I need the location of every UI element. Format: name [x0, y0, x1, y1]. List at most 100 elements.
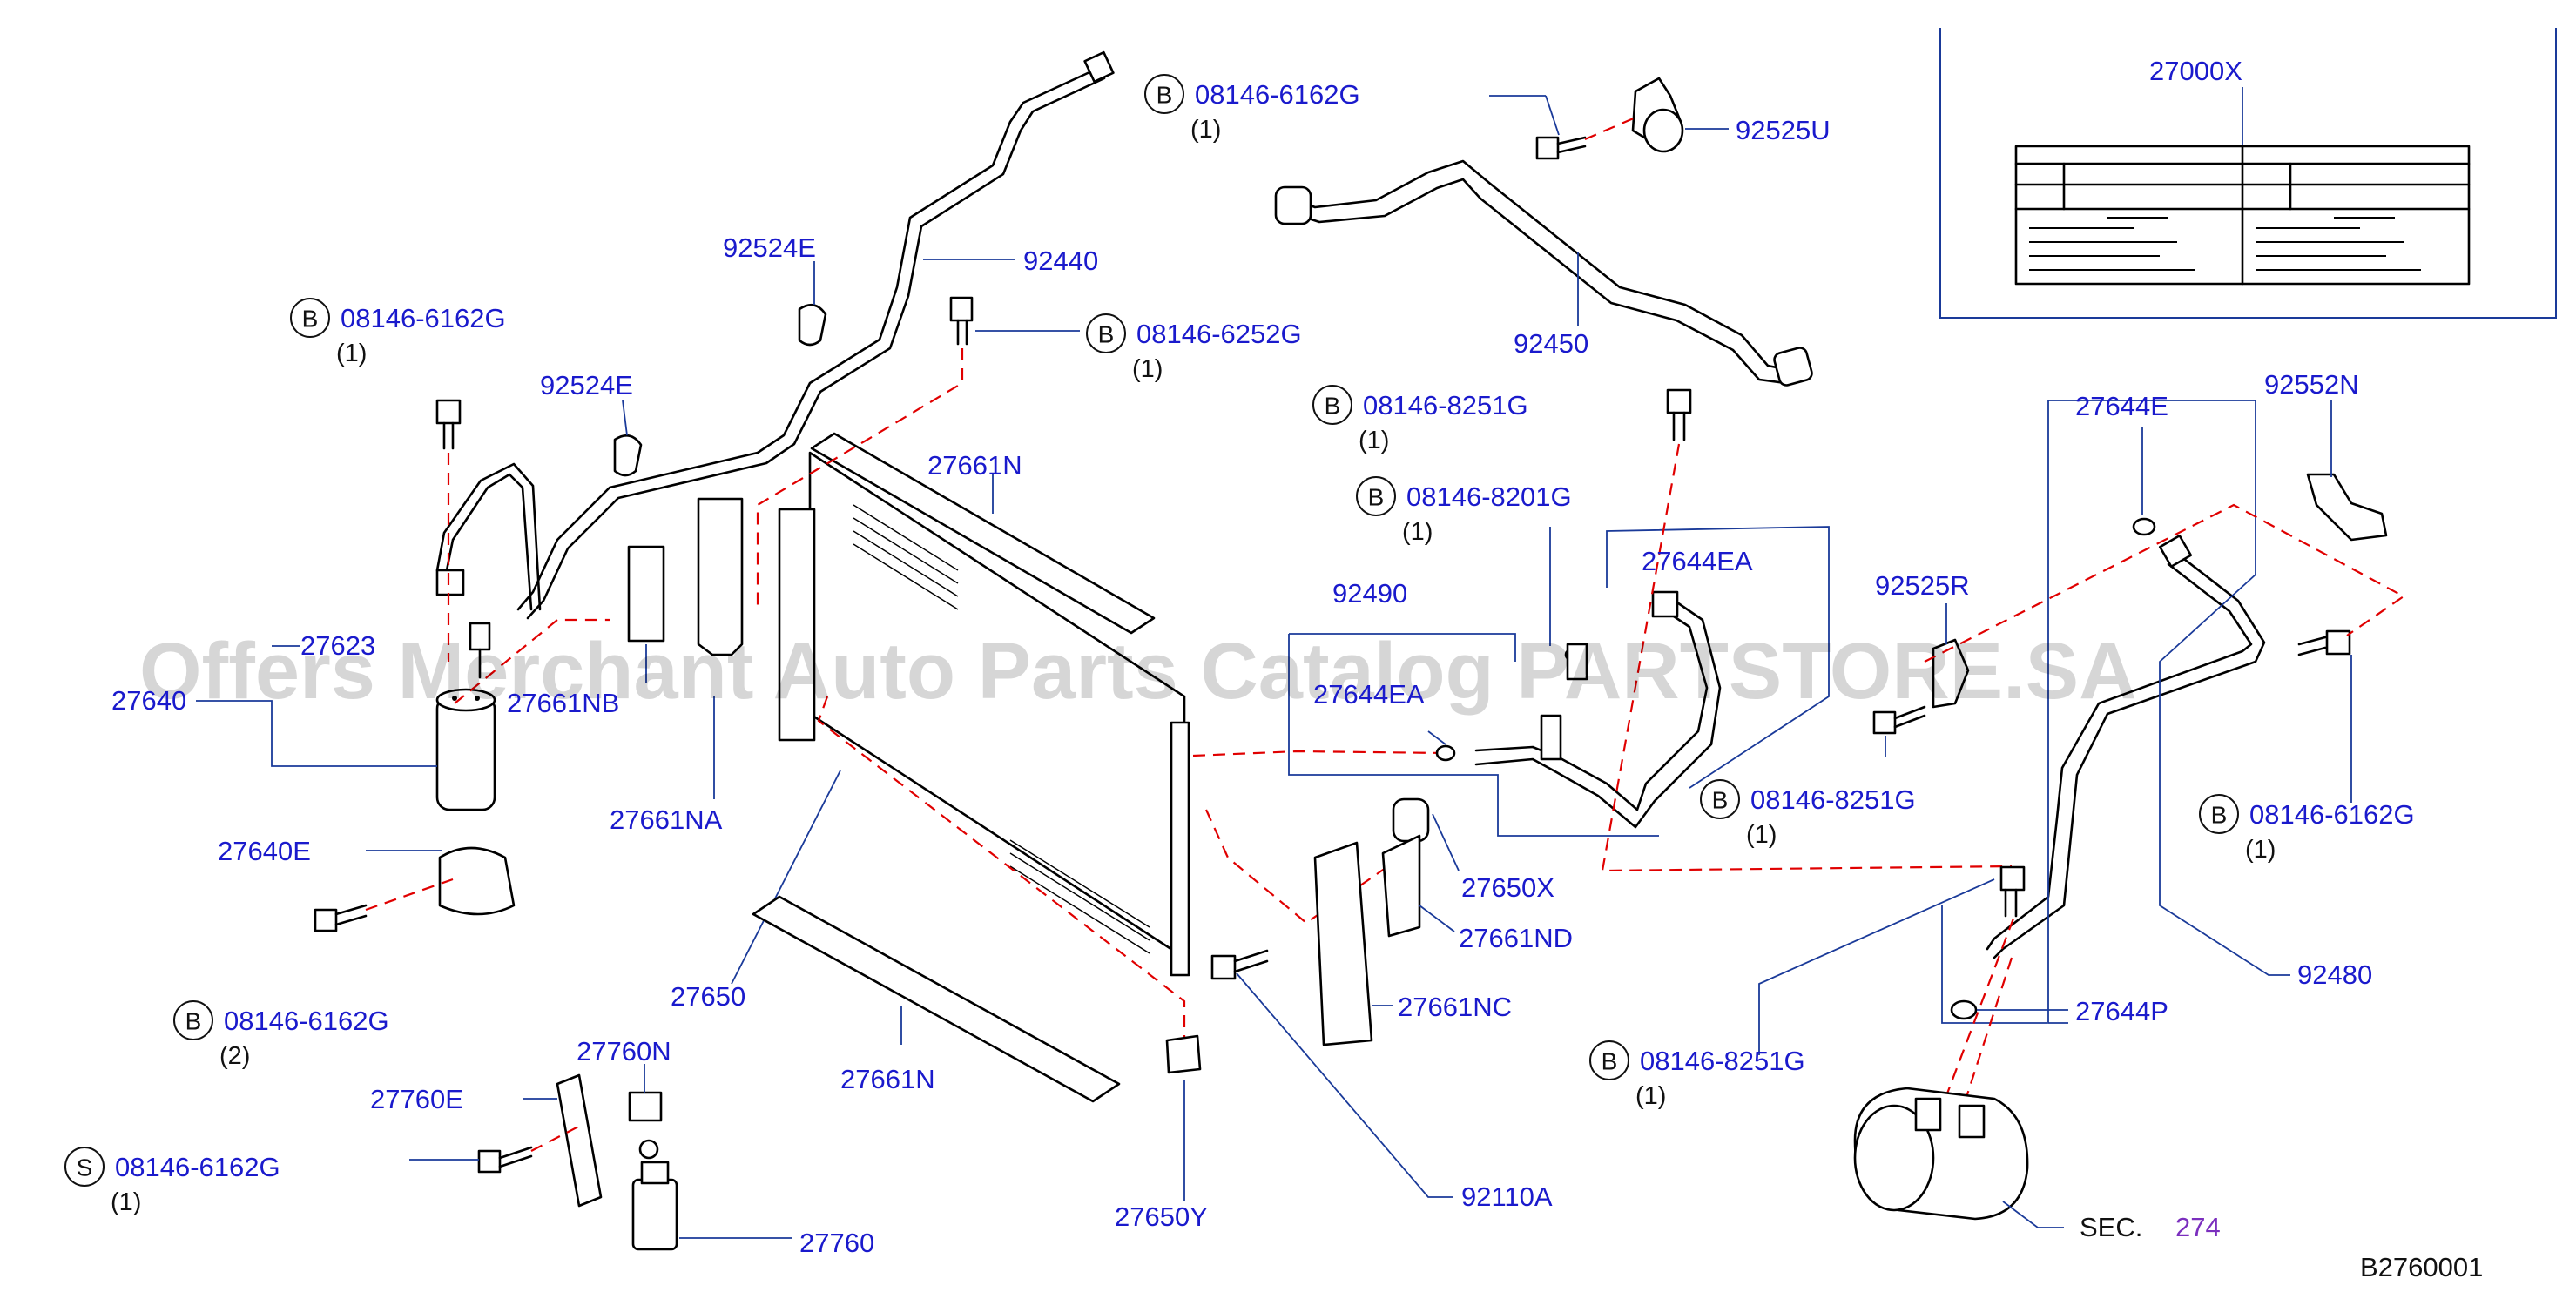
part-label-l27644e[interactable]: 27644E: [2075, 391, 2168, 421]
part-label-l92525r[interactable]: 92525R: [1875, 570, 1970, 601]
part-label-l92524e-a[interactable]: 92524E: [723, 232, 816, 263]
fastener-part-number[interactable]: 08146-8251G: [1640, 1046, 1805, 1076]
fastener-part-number[interactable]: 08146-6162G: [115, 1152, 280, 1182]
seal-27661n-bottom: [752, 895, 1121, 1103]
fastener-quantity: (1): [1132, 355, 1163, 383]
part-label-l27760n[interactable]: 27760N: [577, 1036, 671, 1067]
connector-27760n: [628, 1064, 663, 1160]
part-label-l27661na[interactable]: 27661NA: [610, 804, 723, 835]
fastener-badge-circle: [173, 1000, 213, 1040]
fastener-badge-letter: B: [1368, 484, 1385, 511]
grommet-92525u: [1631, 77, 1729, 153]
caution-label-inset: [1939, 28, 2557, 319]
bolt-8201g: [1549, 527, 1588, 681]
part-label-l27661nd[interactable]: 27661ND: [1459, 923, 1573, 953]
part-label-l92450[interactable]: 92450: [1514, 328, 1588, 359]
seal-27661nc: [1313, 841, 1393, 1046]
bushing-27650x: [1392, 797, 1460, 871]
part-label-l92552n[interactable]: 92552N: [2264, 369, 2359, 400]
part-label-l27650x[interactable]: 27650X: [1461, 872, 1554, 903]
part-label-l27644ea-2[interactable]: 27644EA: [1313, 679, 1425, 710]
part-label-l27640e[interactable]: 27640E: [218, 836, 311, 866]
fastener-f3[interactable]: B 08146-6252G (1): [1086, 313, 1302, 383]
fastener-part-number[interactable]: 08146-6162G: [341, 303, 506, 333]
seal-27661n-top: [810, 432, 1156, 635]
part-label-l27000x[interactable]: 27000X: [2149, 56, 2242, 86]
fastener-quantity: (1): [336, 340, 367, 367]
fastener-quantity: (1): [1402, 518, 1433, 546]
seal-27661nb: [627, 545, 665, 683]
fastener-f8[interactable]: B 08146-6162G (2): [173, 1000, 389, 1070]
bolt-8251g-upper: [1601, 388, 2013, 872]
bracket-27640e: [366, 846, 516, 916]
part-label-l27760[interactable]: 27760: [799, 1228, 874, 1258]
bolt-upper-left: [435, 399, 462, 662]
fastener-f7[interactable]: B 08146-6162G (1): [2199, 794, 2415, 864]
fastener-part-number[interactable]: 08146-6252G: [1136, 319, 1302, 349]
clip-92524e-lower: [613, 400, 643, 477]
part-label-l92525u[interactable]: 92525U: [1736, 115, 1831, 145]
bolt-8251g-mid: [1872, 705, 1926, 757]
part-label-l27644p[interactable]: 27644P: [2075, 996, 2168, 1026]
part-label-l27661nc[interactable]: 27661NC: [1398, 992, 1512, 1022]
fastener-quantity: (1): [1190, 116, 1221, 144]
clip-92524e-upper: [798, 261, 827, 347]
fastener-badge-circle: [1312, 385, 1352, 425]
fastener-f1[interactable]: B 08146-6162G (1): [1144, 74, 1360, 144]
fastener-badge-letter: B: [1098, 321, 1115, 348]
fastener-quantity: (1): [1359, 427, 1389, 454]
sensor-27623: [469, 622, 491, 679]
grommet-92525r: [1932, 603, 1970, 709]
part-label-l92110a[interactable]: 92110A: [1461, 1181, 1553, 1212]
part-label-l92490[interactable]: 92490: [1332, 578, 1407, 609]
pipe-92440: [435, 50, 1115, 620]
section-ref-link[interactable]: 274: [2175, 1212, 2221, 1242]
bolt-6252g: [756, 296, 1080, 609]
pressure-switch-27760: [631, 1161, 792, 1251]
bracket-27650y: [1165, 1034, 1202, 1201]
hose-92490: [1288, 526, 1830, 837]
fastener-badge-circle: [1589, 1040, 1629, 1080]
fastener-part-number[interactable]: 08146-8251G: [1750, 784, 1916, 815]
fastener-badge-circle: [1356, 476, 1396, 516]
seal-27661nd: [1381, 834, 1455, 938]
fastener-quantity: (1): [1746, 821, 1777, 849]
compressor: [1853, 1087, 2064, 1228]
fastener-quantity: (1): [1635, 1082, 1666, 1110]
fastener-part-number[interactable]: 08146-6162G: [224, 1006, 389, 1036]
fastener-badge-letter: B: [1157, 82, 1173, 109]
fastener-part-number[interactable]: 08146-6162G: [2249, 799, 2415, 830]
bolt-8251g-lower: [1758, 865, 2026, 1055]
part-label-l92440[interactable]: 92440: [1023, 246, 1098, 276]
fastener-part-number[interactable]: 08146-8201G: [1406, 481, 1572, 512]
fastener-f5[interactable]: B 08146-8201G (1): [1356, 476, 1572, 546]
pipe-92450: [1274, 159, 1813, 387]
part-label-l27650[interactable]: 27650: [671, 981, 745, 1012]
part-label-l27623[interactable]: 27623: [300, 630, 375, 661]
diagram-code: B2760001: [2360, 1252, 2483, 1282]
part-label-l27661n-top[interactable]: 27661N: [927, 450, 1022, 481]
part-label-l27640[interactable]: 27640: [111, 685, 186, 716]
part-label-l27644ea[interactable]: 27644EA: [1642, 546, 1753, 576]
condenser-27650: [731, 451, 1190, 985]
part-label-l27650y[interactable]: 27650Y: [1115, 1201, 1208, 1232]
fastener-part-number[interactable]: 08146-8251G: [1363, 390, 1528, 421]
part-label-l27661n-bot[interactable]: 27661N: [840, 1064, 935, 1094]
part-label-l92480[interactable]: 92480: [2297, 959, 2372, 990]
fastener-badge-letter: B: [2211, 802, 2228, 829]
fastener-part-number[interactable]: 08146-6162G: [1195, 79, 1360, 110]
o-ring-27644p: [1950, 999, 2068, 1020]
bolt-6162g-right: [2297, 629, 2352, 803]
fastener-callouts: B 08146-6162G (1) B 08146-6162G (1) B 08146-625…: [64, 74, 2415, 1216]
part-label-l92524e-b[interactable]: 92524E: [540, 370, 633, 400]
part-label-l27760e[interactable]: 27760E: [370, 1084, 463, 1114]
fastener-badge-letter: B: [185, 1008, 202, 1035]
fastener-quantity: (1): [2245, 836, 2276, 864]
fastener-quantity: (2): [219, 1042, 250, 1070]
part-label-l27661nb[interactable]: 27661NB: [507, 688, 619, 718]
